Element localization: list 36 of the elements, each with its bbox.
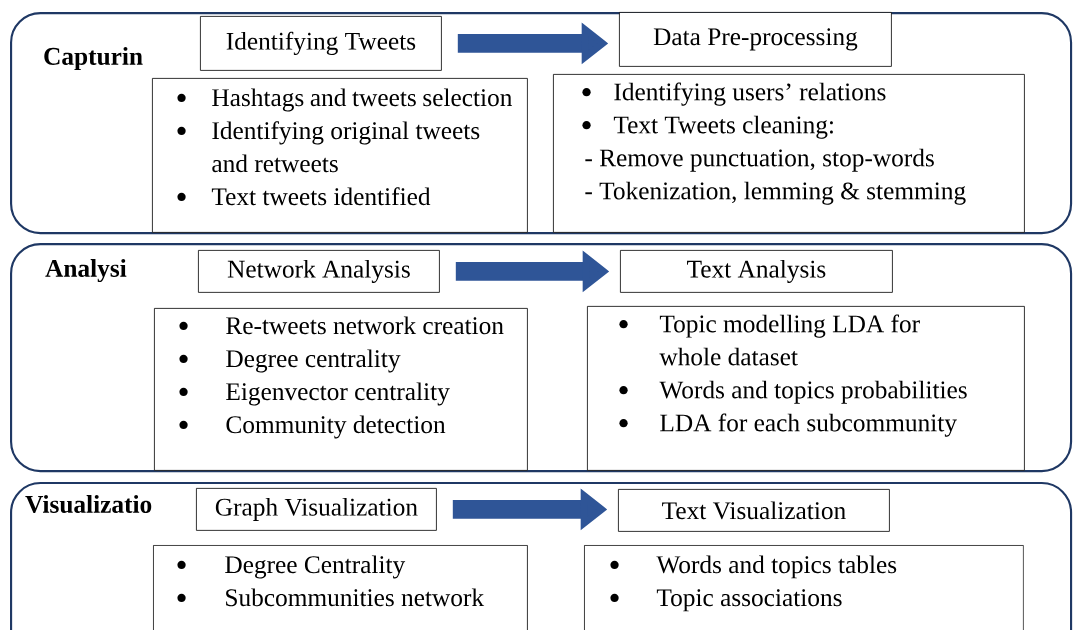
list-box — [154, 308, 528, 471]
list-item: Eigenvector centrality — [226, 382, 450, 406]
list-item: Subcommunities network — [226, 588, 485, 607]
list-item: Topic associations — [656, 589, 842, 612]
list-item: Words and topics tables — [656, 555, 897, 579]
list-item: LDA for each subcommunity — [660, 413, 957, 437]
step-box: Network Analysis — [198, 250, 440, 293]
band-heading: Capturin — [44, 47, 143, 71]
band-heading: Analysi — [45, 259, 127, 283]
list-item: Words and topics probabilities — [659, 380, 967, 404]
stage-band — [10, 243, 1073, 473]
list-item: Identifying original tweets and retweets — [212, 121, 480, 173]
list-item: Text tweets identified — [211, 187, 431, 206]
step-box: Text Analysis — [620, 250, 893, 293]
list-item: Re-tweets network creation — [226, 316, 504, 335]
list-item: Community detection — [226, 415, 446, 439]
list-item: - Tokenization, lemming & stemming — [585, 181, 966, 205]
list-box — [153, 545, 528, 630]
list-box — [587, 306, 1025, 471]
list-item: Identifying users’ relations — [614, 82, 886, 106]
list-item: Topic modelling LDA for whole dataset — [659, 314, 920, 366]
stage-band — [10, 12, 1073, 235]
list-item: Text Tweets cleaning: — [613, 115, 833, 139]
list-item: - Remove punctuation, stop-words — [585, 148, 934, 172]
step-box: Data Pre-processing — [619, 12, 892, 67]
stage-band — [10, 482, 1073, 630]
step-box: Text Visualization — [618, 489, 890, 532]
step-box: Graph Visualization — [196, 488, 437, 531]
band-heading: Visualizatio — [25, 495, 152, 513]
list-item: Degree Centrality — [225, 555, 406, 579]
list-box — [553, 74, 1025, 233]
list-box — [152, 78, 528, 233]
step-box: Identifying Tweets — [200, 16, 442, 71]
list-item: Degree centrality — [226, 349, 401, 373]
list-box — [584, 545, 1024, 630]
list-item: Hashtags and tweets selection — [212, 88, 512, 112]
